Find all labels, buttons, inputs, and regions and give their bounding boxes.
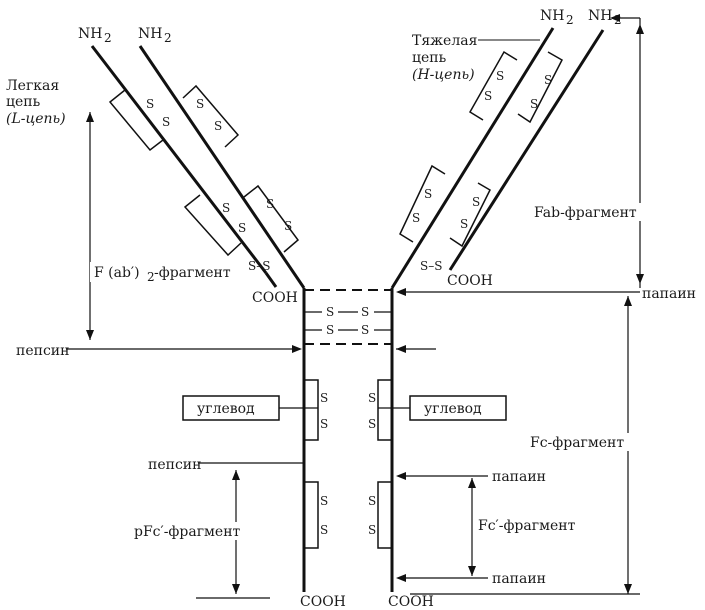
fc-prime-fragment-bracket: Fc′-фрагмент (468, 478, 584, 576)
svg-text:S: S (284, 219, 292, 233)
svg-text:цепь: цепь (6, 94, 41, 110)
papain-bottom-marker: папаин (396, 571, 546, 587)
pepsin-bottom-marker: пепсин (148, 457, 304, 473)
svg-text:S: S (326, 323, 334, 337)
left-light-chain (90, 45, 268, 274)
svg-text:S: S (368, 391, 376, 405)
svg-text:S: S (368, 523, 376, 537)
svg-text:S: S (484, 89, 492, 103)
svg-text:S: S (238, 221, 246, 235)
svg-text:папаин: папаин (642, 286, 696, 302)
svg-text:S: S (361, 323, 369, 337)
left-heavy-ss-loop-2: S S (243, 184, 300, 253)
nh2-left-heavy: NH 2 (138, 26, 172, 45)
svg-text:pFc′-фрагмент: pFc′-фрагмент (134, 524, 241, 540)
carbohydrate-box-left: углевод (182, 395, 318, 421)
carbohydrate-box-right: углевод (378, 395, 507, 421)
svg-text:NH: NH (588, 8, 612, 24)
svg-text:пепсин: пепсин (148, 457, 201, 473)
left-light-ss-loop-2: S S (183, 194, 246, 257)
svg-text:S: S (368, 494, 376, 508)
cooh-left-light: COOH (252, 290, 298, 306)
svg-text:S: S (320, 417, 328, 431)
fc-fragment-bracket: Fc-фрагмент (528, 296, 632, 594)
svg-text:S: S (530, 97, 538, 111)
right-heavy-ss-loop-1: S S (468, 50, 518, 121)
right-light-ss-loop-1: S S (517, 51, 563, 124)
svg-text:S: S (266, 197, 274, 211)
svg-text:(H-цепь): (H-цепь) (412, 67, 475, 83)
svg-text:Тяжелая: Тяжелая (412, 33, 478, 49)
heavy-chain-label: Тяжелая цепь (H-цепь) (412, 33, 540, 83)
svg-text:Fc′-фрагмент: Fc′-фрагмент (478, 518, 576, 534)
svg-text:S: S (460, 217, 468, 231)
svg-text:S: S (361, 305, 369, 319)
hinge-ss-bond-2: S S (304, 323, 392, 337)
svg-text:S: S (214, 119, 222, 133)
svg-text:S: S (326, 305, 334, 319)
svg-text:S: S (496, 69, 504, 83)
svg-text:S: S (320, 494, 328, 508)
papain-top-marker: папаин (396, 286, 696, 302)
svg-text:S: S (424, 187, 432, 201)
svg-text:Fab-фрагмент: Fab-фрагмент (534, 205, 637, 221)
left-light-chain-end (264, 272, 278, 288)
svg-text:(L-цепь): (L-цепь) (6, 111, 66, 127)
right-interchain-ss: S–S (420, 259, 442, 273)
svg-text:S: S (472, 195, 480, 209)
svg-text:NH: NH (540, 8, 564, 24)
nh2-left-light: NH 2 (78, 26, 112, 45)
svg-text:S: S (412, 211, 420, 225)
svg-text:S: S (162, 115, 170, 129)
left-light-ss-loop-1: S S (108, 89, 170, 152)
papain-mid-marker: папаин (396, 469, 546, 485)
cooh-right-light: COOH (447, 273, 493, 289)
svg-text:S: S (320, 391, 328, 405)
svg-text:S: S (320, 523, 328, 537)
svg-text:углевод: углевод (197, 401, 255, 417)
svg-text:S: S (146, 97, 154, 111)
right-light-chain (448, 29, 605, 271)
fc-left-ss-loop-1: S S (304, 379, 328, 441)
light-chain-label: Легкая цепь (L-цепь) (6, 78, 66, 127)
svg-text:Fc-фрагмент: Fc-фрагмент (530, 435, 624, 451)
svg-text:2: 2 (104, 31, 112, 45)
fab-fragment-bracket: Fab-фрагмент (530, 14, 646, 288)
cooh-left-heavy: COOH (300, 594, 346, 610)
svg-text:пепсин: пепсин (16, 343, 69, 359)
svg-text:Легкая: Легкая (6, 78, 59, 94)
svg-text:S: S (222, 201, 230, 215)
fc-right-ss-loop-2: S S (368, 481, 392, 549)
svg-text:2: 2 (164, 31, 172, 45)
nh2-right-heavy: NH 2 (540, 8, 574, 27)
svg-text:NH: NH (78, 26, 102, 42)
svg-text:F (ab′): F (ab′) (94, 265, 140, 281)
fc-left-ss-loop-2: S S (304, 481, 328, 549)
svg-text:папаин: папаин (492, 571, 546, 587)
right-light-ss-loop-2: S S (449, 182, 491, 248)
right-heavy-ss-loop-2: S S (399, 164, 446, 243)
svg-text:S: S (196, 97, 204, 111)
fc-right-ss-loop-1: S S (368, 379, 392, 441)
svg-text:NH: NH (138, 26, 162, 42)
svg-text:2: 2 (147, 270, 155, 284)
svg-text:S: S (544, 73, 552, 87)
svg-text:цепь: цепь (412, 50, 447, 66)
svg-text:-фрагмент: -фрагмент (154, 265, 231, 281)
left-interchain-ss: S–S (248, 259, 270, 273)
pfc-prime-fragment-bracket: pFc′-фрагмент (130, 470, 270, 599)
cooh-right-heavy: COOH (388, 594, 434, 610)
left-heavy-chain (138, 45, 306, 289)
hinge-ss-bond-1: S S (304, 305, 392, 319)
svg-text:2: 2 (566, 13, 574, 27)
pepsin-top-marker: пепсин (16, 343, 436, 359)
fab2-fragment-bracket: F (ab′) 2 -фрагмент (86, 112, 236, 340)
svg-text:углевод: углевод (424, 401, 482, 417)
svg-text:папаин: папаин (492, 469, 546, 485)
right-heavy-chain (390, 27, 555, 289)
left-heavy-ss-loop-1: S S (182, 84, 240, 148)
svg-text:S: S (368, 417, 376, 431)
